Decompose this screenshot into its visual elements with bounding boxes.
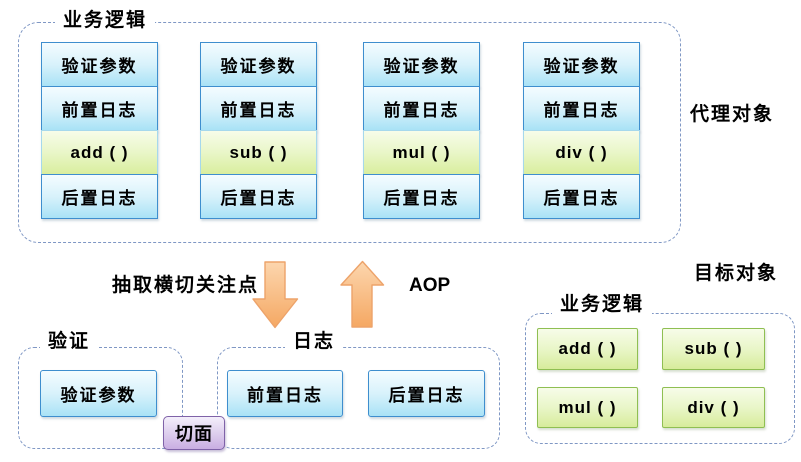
proxy-method-stack-add: 验证参数 前置日志 add ( ) 后置日志 xyxy=(41,42,158,219)
target-region xyxy=(525,313,795,444)
post-log-box: 后置日志 xyxy=(368,370,485,417)
proxy-method-stack-div: 验证参数 前置日志 div ( ) 后置日志 xyxy=(523,42,640,219)
aspect-box: 切面 xyxy=(163,416,225,450)
aop-label: AOP xyxy=(409,275,451,296)
cell-validate-params: 验证参数 xyxy=(363,42,480,87)
pre-log-box: 前置日志 xyxy=(227,370,343,417)
target-method-add: add ( ) xyxy=(537,328,638,370)
cell-method-mul: mul ( ) xyxy=(363,130,480,175)
down-arrow-icon xyxy=(252,261,299,329)
cell-method-sub: sub ( ) xyxy=(200,130,317,175)
proxy-object-region xyxy=(18,22,681,243)
log-region xyxy=(217,347,500,449)
cell-post-log: 后置日志 xyxy=(41,174,158,219)
target-method-div: div ( ) xyxy=(662,387,765,428)
cell-validate-params: 验证参数 xyxy=(200,42,317,87)
proxy-method-stack-sub: 验证参数 前置日志 sub ( ) 后置日志 xyxy=(200,42,317,219)
proxy-region-title: 业务逻辑 xyxy=(55,10,156,32)
up-arrow-icon xyxy=(340,260,385,328)
cell-validate-params: 验证参数 xyxy=(523,42,640,87)
log-region-title: 日志 xyxy=(285,331,344,353)
cell-method-div: div ( ) xyxy=(523,130,640,175)
cell-validate-params: 验证参数 xyxy=(41,42,158,87)
cell-pre-log: 前置日志 xyxy=(41,86,158,131)
proxy-object-label: 代理对象 xyxy=(690,104,775,125)
target-region-title: 业务逻辑 xyxy=(552,294,653,316)
validation-region-title: 验证 xyxy=(40,331,99,353)
target-method-mul: mul ( ) xyxy=(537,387,638,428)
cell-pre-log: 前置日志 xyxy=(523,86,640,131)
target-method-sub: sub ( ) xyxy=(662,328,765,370)
extract-crosscut-label: 抽取横切关注点 xyxy=(112,275,260,296)
cell-post-log: 后置日志 xyxy=(523,174,640,219)
cell-post-log: 后置日志 xyxy=(200,174,317,219)
validation-params-box: 验证参数 xyxy=(40,370,157,417)
target-object-label: 目标对象 xyxy=(694,263,779,284)
cell-pre-log: 前置日志 xyxy=(200,86,317,131)
validation-region xyxy=(18,347,183,449)
proxy-method-stack-mul: 验证参数 前置日志 mul ( ) 后置日志 xyxy=(363,42,480,219)
cell-post-log: 后置日志 xyxy=(363,174,480,219)
cell-pre-log: 前置日志 xyxy=(363,86,480,131)
cell-method-add: add ( ) xyxy=(41,130,158,175)
